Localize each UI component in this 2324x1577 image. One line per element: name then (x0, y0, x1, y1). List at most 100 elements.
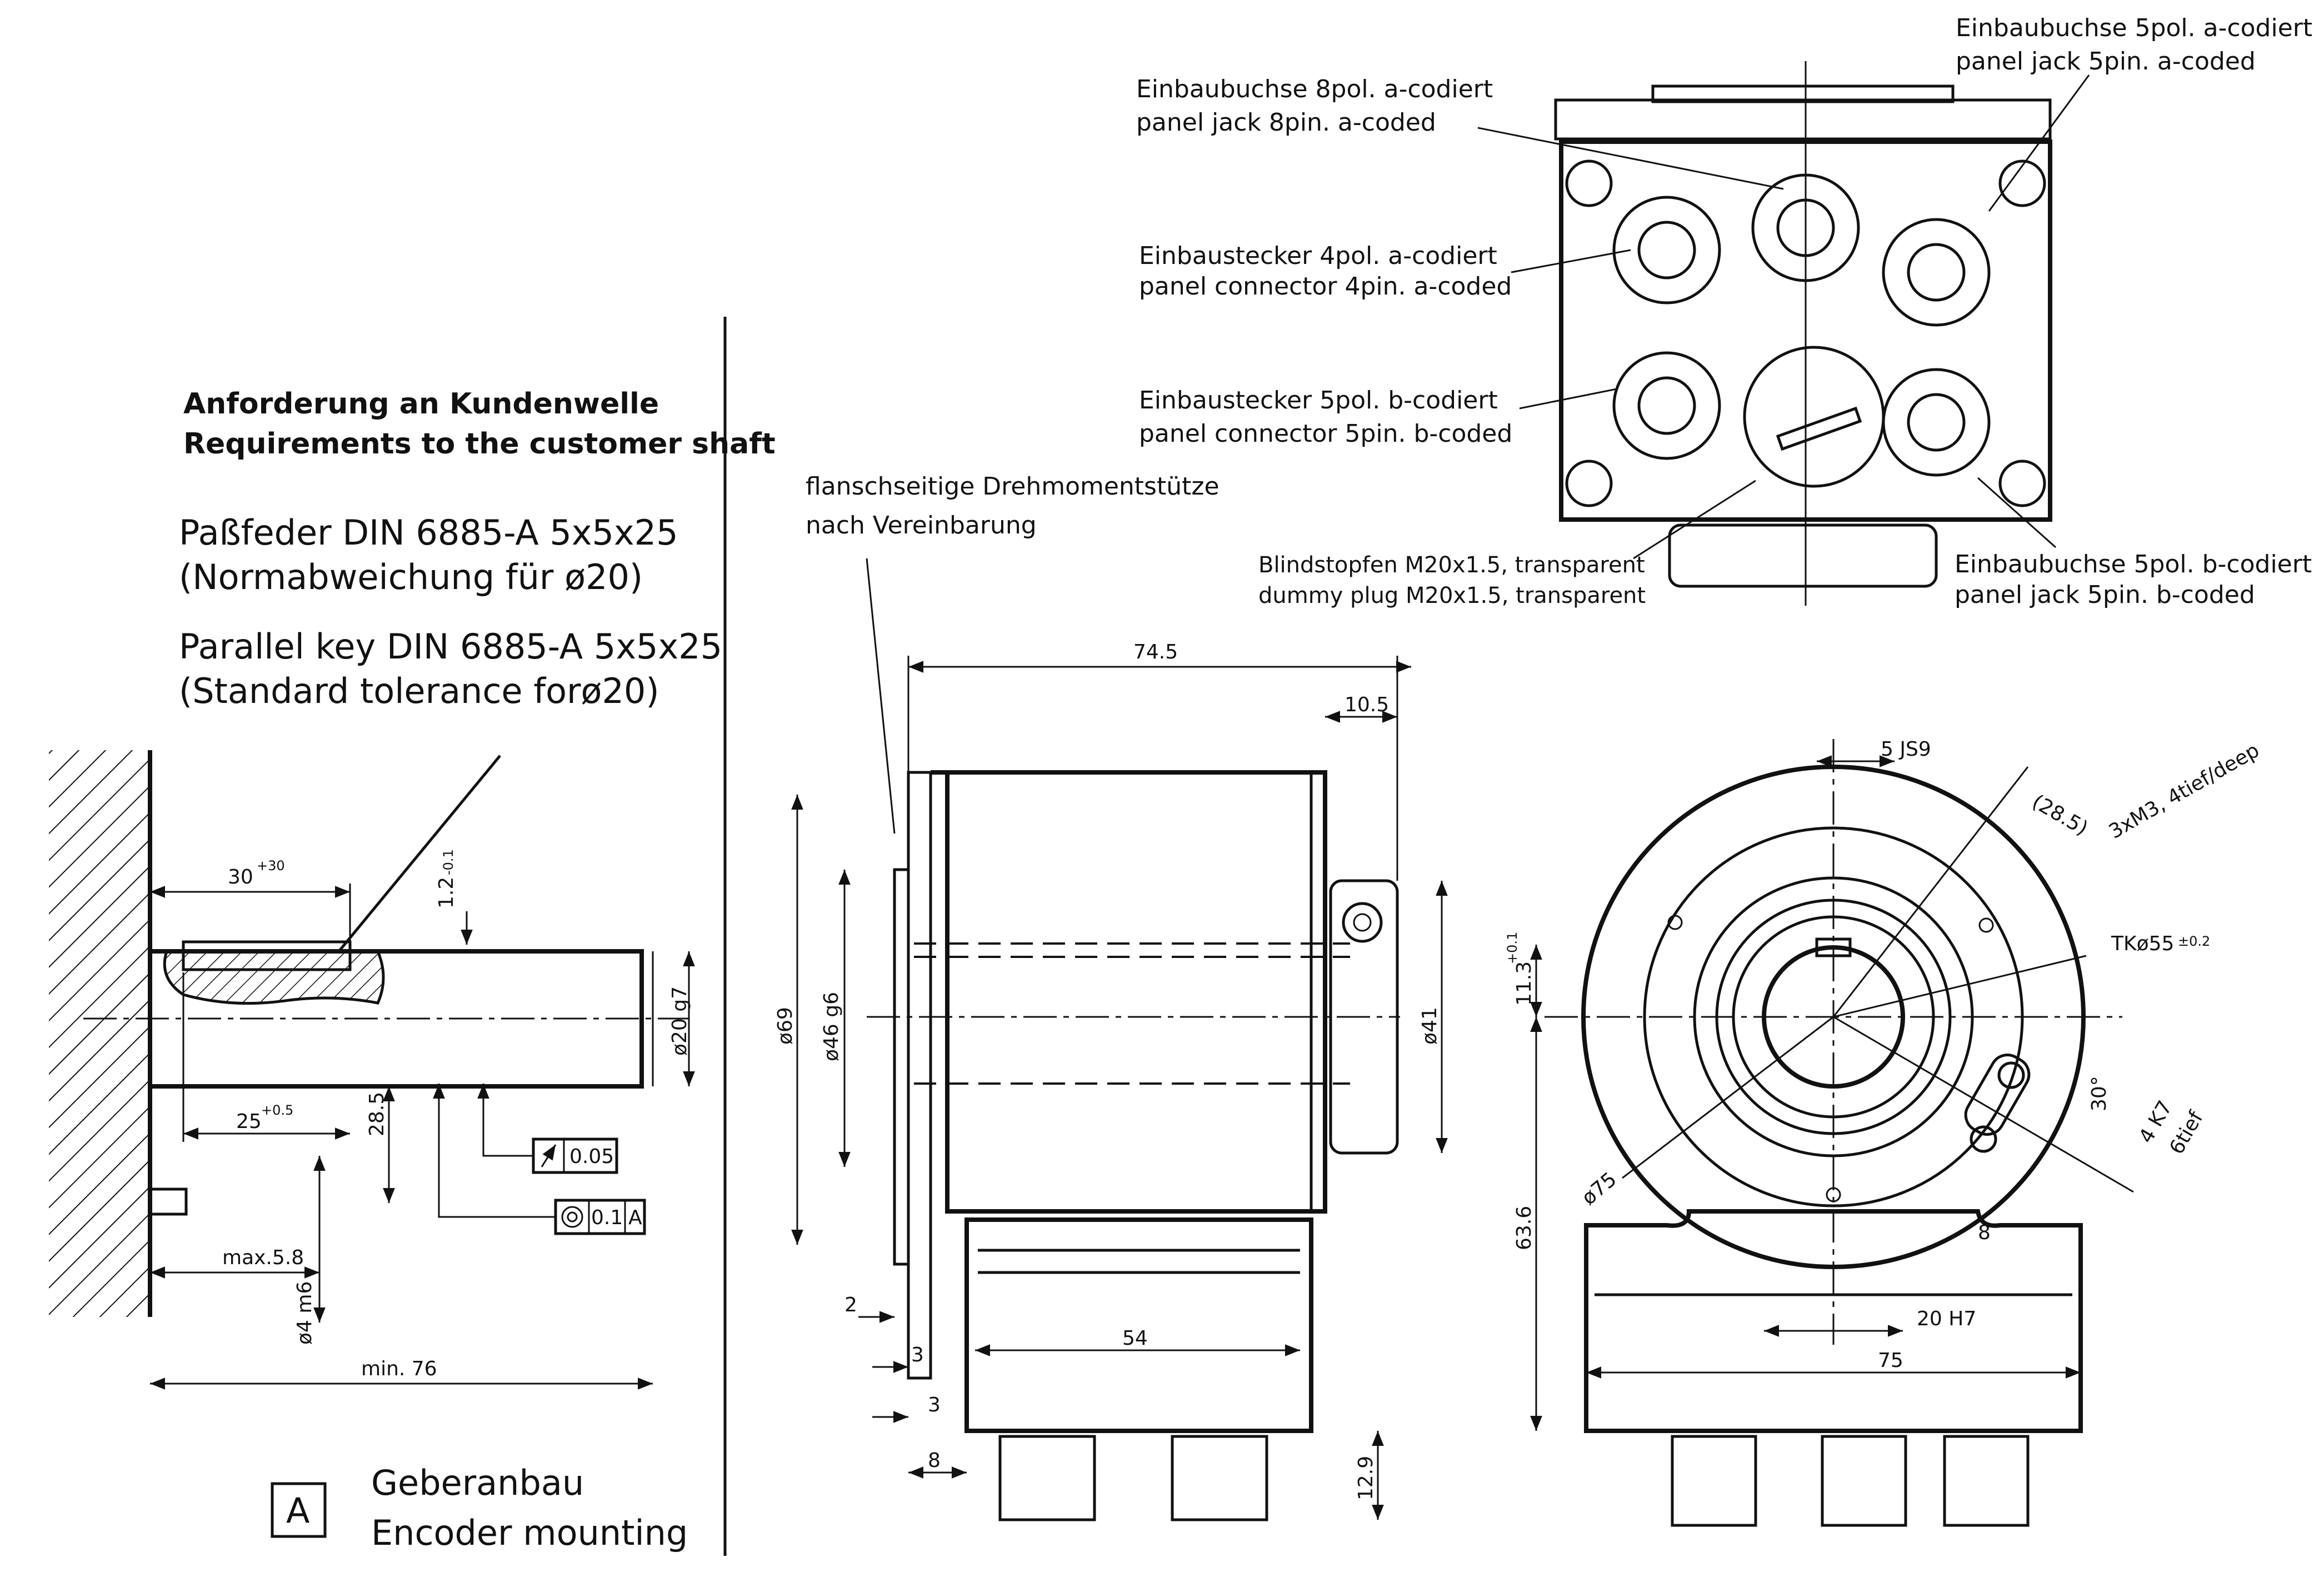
label-conn5b-en: panel connector 5pin. b-coded (1139, 420, 1512, 448)
key-spec-en-1: Parallel key DIN 6885-A 5x5x25 (179, 626, 722, 667)
leader-conn5b (1519, 388, 1617, 410)
label-plug-en: dummy plug M20x1.5, transparent (1258, 583, 1646, 608)
dim-30deg: 30° (2088, 1076, 2111, 1111)
dim-285-front: (28.5) (2028, 790, 2092, 840)
dim-745: 74.5 (1133, 641, 1178, 663)
connector-5pin-b-inner (1637, 376, 1696, 435)
wall-hatching (49, 750, 150, 1317)
dim-js9: 5 JS9 (1881, 738, 1931, 761)
dim-m3: 3xM3, 4tief/deep (2105, 739, 2263, 844)
connector-housing (964, 1217, 1313, 1433)
top-cover-lip (1651, 84, 1955, 103)
shaft-heading-de: Anforderung an Kundenwelle (183, 387, 659, 421)
label-jack5b-en: panel jack 5pin. b-coded (1955, 581, 2255, 609)
dim-25-tol: +0.5 (261, 1102, 293, 1118)
dim-75-w: 75 (1878, 1349, 1903, 1372)
jack-8pin-inner (1776, 198, 1835, 257)
corner-screw-br (1998, 460, 2046, 507)
flange-ring (907, 771, 932, 1380)
leader-jack8 (1477, 127, 1784, 190)
concentricity-frame (554, 1199, 646, 1235)
leader-plug (1633, 480, 1756, 560)
front-connector-1 (1671, 1435, 1757, 1527)
corner-screw-bl (1565, 460, 1613, 507)
torque-leader (866, 558, 896, 834)
flange-plate (893, 868, 910, 1266)
torque-note-2: nach Vereinbarung (806, 511, 1037, 540)
slot-screw-1 (1997, 1061, 2025, 1089)
dim-2: 2 (844, 1294, 857, 1316)
front-view: 5 JS9 (28.5) 3xM3, 4tief/deep TKø55 ±0.2… (1505, 738, 2263, 1527)
torque-note-1: flanschseitige Drehmomentstütze (806, 472, 1220, 501)
corner-screw-tr (1998, 159, 2046, 207)
shaft-heading-en: Requirements to the customer shaft (183, 427, 776, 461)
key-leader (338, 755, 501, 952)
runout-symbol-icon (541, 1144, 557, 1167)
jack-5pin-a-inner (1907, 243, 1966, 302)
dim-d4: ø4 m6 (293, 1281, 316, 1345)
dim-41: ø41 (1418, 1007, 1441, 1045)
jack-5pin-b-inner (1907, 393, 1966, 452)
dim-min76: min. 76 (361, 1358, 437, 1380)
dim-285: 28.5 (366, 1092, 388, 1136)
radial-line-30deg (1833, 1016, 2134, 1193)
dim-54: 54 (1122, 1327, 1148, 1350)
conc-datum: A (628, 1206, 642, 1229)
side-connector-left (998, 1435, 1096, 1521)
dim-46: ø46 g6 (820, 992, 843, 1061)
concentricity-leader (433, 1084, 556, 1218)
connector-4pin-inner (1637, 221, 1696, 280)
connector-4pin (1612, 196, 1721, 305)
jack-5pin-a (1882, 218, 1991, 327)
dim-3b: 3 (928, 1394, 941, 1416)
front-connector-3 (1943, 1435, 2030, 1527)
label-jack8-en: panel jack 8pin. a-coded (1136, 108, 1436, 137)
dummy-plug (1743, 346, 1885, 488)
m3-hole-1 (1667, 915, 1683, 930)
key-spec-de-2: (Normabweichung für ø20) (179, 557, 643, 597)
front-connector-2 (1821, 1435, 1907, 1527)
top-cover (1554, 98, 2052, 141)
jack-5pin-b (1882, 368, 1991, 477)
conc-value: 0.1 (591, 1206, 623, 1229)
dim-tk55-tol: ±0.2 (2178, 934, 2210, 949)
leader-jack5b (1977, 477, 2056, 548)
connector-5pin-b (1612, 351, 1721, 460)
runout-value: 0.05 (569, 1145, 614, 1168)
top-shaft-clamp (1668, 523, 1938, 588)
dim-113: 11.3 (1513, 961, 1536, 1006)
dim-636: 63.6 (1513, 1206, 1536, 1250)
concentricity-icon (561, 1206, 583, 1228)
section-customer-shaft: Anforderung an Kundenwelle Requirements … (49, 387, 776, 1553)
dim-30-tol: +30 (257, 858, 285, 874)
jack-8pin (1751, 173, 1860, 282)
concentricity-inner-icon (567, 1211, 578, 1222)
housing-body (931, 770, 1327, 1214)
label-jack8-de: Einbaubuchse 8pol. a-codiert (1136, 75, 1493, 103)
dim-8-front: 8 (1978, 1221, 1991, 1244)
runout-leader (477, 1084, 533, 1157)
dim-113-tol: +0.1 (1505, 932, 1520, 964)
slot-screw-2 (1970, 1125, 1997, 1153)
side-connector-right (1171, 1435, 1268, 1521)
pin-hole (148, 1187, 188, 1216)
leader-jack5a (1988, 74, 2090, 212)
dim-12: 1.2 (435, 877, 458, 909)
dim-d20: ø20 g7 (668, 986, 691, 1056)
dim-8: 8 (928, 1449, 941, 1472)
label-conn5b-de: Einbaustecker 5pol. b-codiert (1139, 386, 1498, 415)
dim-129: 12.9 (1355, 1456, 1377, 1500)
legend-letter: A (286, 1490, 309, 1531)
dummy-plug-slot (1776, 406, 1862, 451)
side-view: flanschseitige Drehmomentstütze nach Ver… (774, 472, 1448, 1521)
radial-line-285 (1832, 766, 2029, 1017)
front-connector-housing (1584, 1209, 2083, 1433)
corner-screw-tl (1565, 159, 1613, 207)
radial-line-tk55 (1833, 955, 2087, 1018)
label-jack5a-de: Einbaubuchse 5pol. a-codiert (1956, 14, 2312, 42)
key-groove (182, 940, 352, 971)
label-conn4-en: panel connector 4pin. a-coded (1139, 272, 1512, 301)
dim-tk55: TKø55 (2111, 932, 2174, 955)
dim-75-dia: ø75 (1577, 1168, 1621, 1210)
clamp-screw (1342, 902, 1383, 943)
